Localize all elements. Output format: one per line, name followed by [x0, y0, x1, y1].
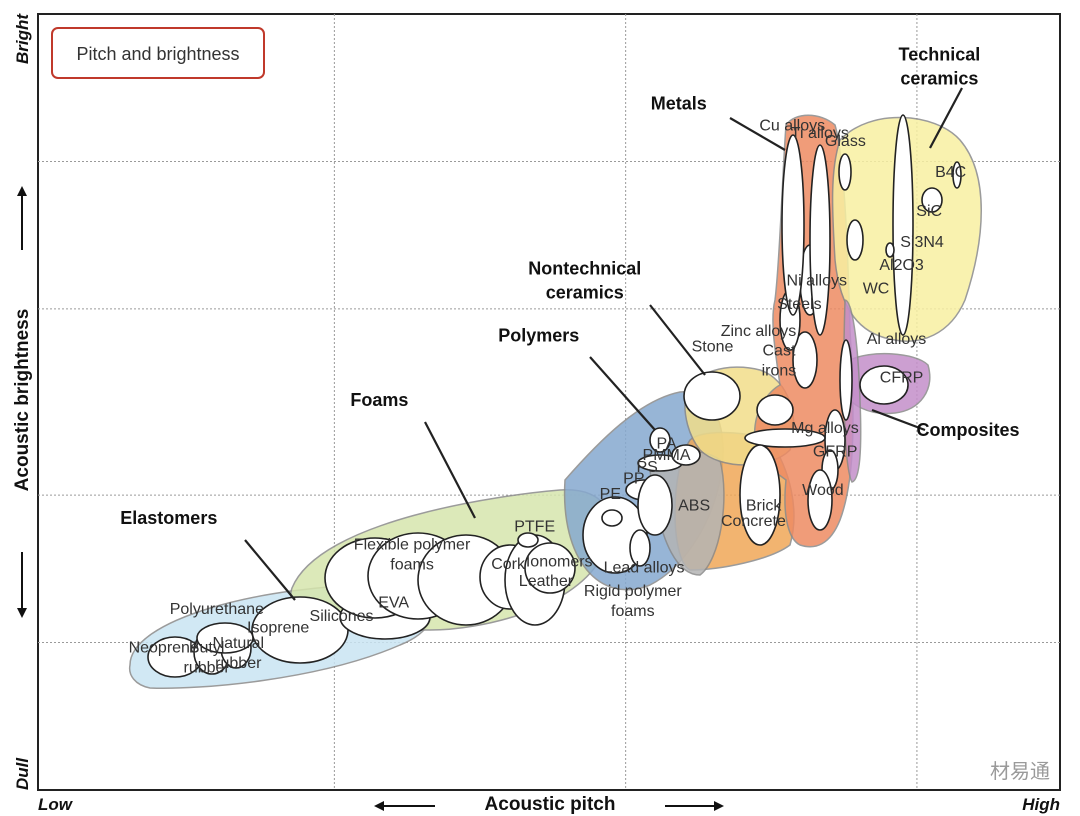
- label-gfrp: GFRP: [813, 443, 857, 460]
- y-axis-title: Acoustic brightness: [12, 309, 33, 492]
- bubble-pa: [649, 427, 671, 453]
- family-label-elastomers: Elastomers: [120, 508, 217, 528]
- label-steels: Steels: [777, 296, 821, 313]
- label-leather: Leather: [519, 573, 574, 590]
- label-stone: Stone: [692, 339, 734, 356]
- bubble-b4c: [952, 161, 962, 189]
- bubble-al-alloys: [839, 339, 853, 421]
- label-si3n4: Si3N4: [900, 234, 944, 251]
- y-axis-low-label: Dull: [13, 757, 32, 790]
- bubble-wc: [892, 114, 914, 336]
- x-axis-title: Acoustic pitch: [485, 794, 616, 815]
- family-label-metals: Metals: [651, 93, 707, 113]
- label-cork: Cork: [491, 556, 526, 573]
- x-axis-high-label: High: [1022, 795, 1060, 814]
- label-ionomers: Ionomers: [526, 554, 593, 571]
- y-axis-arrows: [17, 186, 27, 618]
- label-eva: EVA: [378, 595, 409, 612]
- family-label-polymers: Polymers: [498, 325, 579, 345]
- label-concrete: Concrete: [721, 513, 786, 530]
- bubble-ptfe: [517, 532, 539, 548]
- y-axis-high-label: Bright: [13, 13, 32, 64]
- label-pp: PP: [623, 470, 644, 487]
- label-lead-alloys: Lead alloys: [604, 560, 685, 577]
- bubble-glass: [838, 153, 852, 191]
- label-pmma: PMMA: [643, 447, 691, 464]
- bubble-cu-alloys: [781, 134, 805, 316]
- label-neoprene: Neoprene: [129, 640, 199, 657]
- leader-lines: [244, 87, 963, 601]
- x-axis-low-label: Low: [38, 795, 74, 814]
- label-pe: PE: [600, 486, 621, 503]
- label-ni-alloys: Ni alloys: [787, 273, 847, 290]
- label-wood: Wood: [802, 482, 844, 499]
- bubble-wood: [744, 428, 826, 448]
- label-brick: Brick: [746, 498, 783, 515]
- label-ptfe: PTFE: [514, 519, 555, 536]
- bubble-abs: [637, 474, 673, 536]
- label-cfrp: CFRP: [880, 370, 924, 387]
- legend-text: Pitch and brightness: [76, 44, 239, 64]
- bubble-cfrp: [859, 365, 909, 405]
- bubble-cast-irons: [792, 331, 818, 389]
- bubble-ionomers: [524, 542, 576, 594]
- label-b4c: B4C: [935, 164, 966, 181]
- label-isoprene: Isoprene: [247, 619, 309, 636]
- bubble-ti-alloys: [809, 144, 831, 336]
- bubble-brick: [739, 444, 781, 546]
- family-label-composites: Composites: [917, 420, 1020, 440]
- label-mg-alloys: Mg alloys: [791, 420, 859, 437]
- bubble-al2o3: [846, 219, 864, 261]
- label-ps: PS: [636, 459, 657, 476]
- legend-box: [51, 27, 265, 79]
- x-axis-arrows: [374, 801, 724, 811]
- label-pa: PA: [656, 436, 676, 453]
- family-label-foams: Foams: [350, 390, 408, 410]
- label-polyurethane: Polyurethane: [170, 601, 264, 618]
- bubble-stone: [683, 371, 741, 421]
- label-al-alloys: Al alloys: [867, 331, 927, 348]
- bubble-si3n4: [885, 242, 895, 258]
- label-sic: SiC: [916, 203, 942, 220]
- label-abs: ABS: [678, 498, 710, 515]
- bubble-pmma: [671, 444, 701, 466]
- label-glass: Glass: [825, 133, 866, 150]
- label-al2o3: Al2O3: [879, 257, 924, 274]
- watermark: 材易通: [990, 760, 1050, 783]
- bubble-pe: [601, 509, 623, 527]
- label-wc: WC: [863, 280, 890, 297]
- bubble-sic: [921, 187, 943, 213]
- label-ti-alloys: Ti alloys: [791, 125, 849, 142]
- material-bubbles: [147, 114, 962, 678]
- label-zinc-alloys: Zinc alloys: [721, 323, 797, 340]
- bubble-lead-alloys: [629, 529, 651, 567]
- bubble-concrete: [807, 469, 833, 531]
- label-silicones: Silicones: [310, 608, 374, 625]
- bubble-zinc-alloys: [756, 394, 794, 426]
- label-cu-alloys: Cu alloys: [759, 117, 825, 134]
